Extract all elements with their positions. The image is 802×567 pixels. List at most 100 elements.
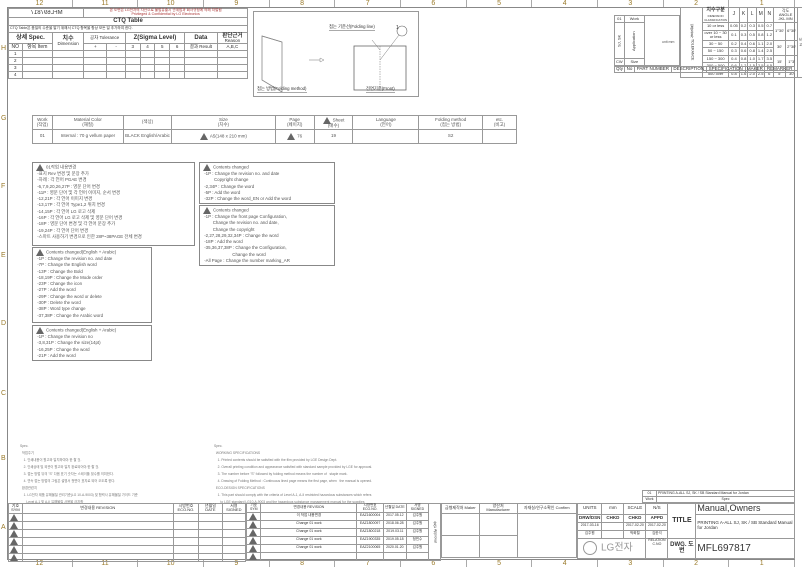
val: 0.6 — [747, 39, 757, 49]
col-k: K — [738, 6, 749, 24]
etc-header: etc.(비고) — [482, 115, 517, 130]
val: 1.2 — [764, 29, 775, 41]
folding-method-label: 접는 방법(Folding method) — [257, 86, 307, 93]
zone-label: 10 — [138, 0, 205, 7]
folding-diagram: 1 접는 기준선(Folding line) 접는 방법(Folding met… — [253, 11, 419, 97]
sym-header: 기호 SYM — [8, 503, 23, 514]
rev-date: 2017.05.12 — [382, 511, 407, 521]
zone-row-label: A — [1, 524, 6, 531]
revision-triangle-icon — [10, 537, 19, 545]
revision-triangle-icon — [36, 327, 44, 334]
angle: 2°30' — [785, 39, 799, 56]
working-spec-korean: Spec. 작업주기 1. 인쇄내용이 원고와 일치하여야 한 할 것. 2. … — [20, 444, 138, 504]
appd-label: APPD — [645, 513, 669, 523]
revision-triangle-icon — [248, 544, 257, 552]
revision-triangle-icon — [203, 164, 211, 171]
revision-header: 변경내용 REVISION — [260, 503, 358, 513]
color-value: BLACK English/Arabic — [123, 129, 172, 144]
val: 0.4 — [738, 39, 749, 49]
zone-label: 2 — [664, 560, 730, 567]
zone-row-label: E — [1, 252, 6, 259]
val: 2.0 — [764, 39, 775, 49]
col-n: N — [764, 6, 775, 24]
page-header: Page(페이지) — [274, 115, 315, 130]
dsn-name: 김주원 — [576, 529, 603, 539]
rev-sign: 김주원 — [405, 511, 430, 521]
val: 0.4 — [728, 54, 740, 64]
tolerance-side-label: 일반공차 TOLERANCE — [679, 6, 704, 79]
date-header: 년월일 DATE — [198, 503, 223, 514]
row-no: 2 — [8, 57, 23, 66]
val: 1.1 — [755, 39, 766, 49]
chkd-label: CHKD — [601, 513, 625, 523]
parts-list-header: Qty No PART NUMBER DESCRIPTION SPECIFICA… — [613, 66, 795, 73]
row-no: 4 — [8, 71, 23, 80]
zone-label: 7 — [335, 560, 402, 567]
zone-row-label: F — [1, 183, 6, 190]
col-m: M — [755, 6, 766, 24]
remarks-header: REMARKER — [764, 66, 795, 73]
eco-no: EAZ1900335 — [356, 535, 384, 545]
val: 0.5 — [755, 22, 766, 31]
val: 1.0 — [747, 54, 757, 64]
size-header: Size(치수) — [170, 115, 276, 130]
change-note-01: 01작업 내용변경 -표지 Rev 변경 및 문장 추가 -차례 : 각 언어 … — [32, 162, 195, 246]
rev-date: 2019.05.18 — [382, 535, 407, 545]
zone-row-label: B — [1, 455, 6, 462]
eco-no: EAZ2100065 — [356, 543, 384, 553]
table-row: 01 Internal : 70 g vellum paper BLACK En… — [32, 129, 517, 144]
lg-logo-icon — [583, 541, 597, 556]
table-row: 3 — [8, 64, 249, 73]
work-value: 01 — [32, 129, 53, 144]
zone-label: 8 — [270, 560, 336, 567]
item-header: 항목 Item — [21, 43, 53, 52]
zone-label: 12 — [7, 0, 73, 7]
etc-value — [482, 129, 517, 144]
range: 150 ~ 300 — [702, 54, 729, 64]
zone-row-label: G — [1, 115, 7, 122]
spec-label: Spec — [656, 496, 795, 503]
language-header: Language(언어) — [352, 115, 420, 130]
angle: 30' — [773, 39, 787, 56]
col-l: L — [747, 6, 757, 24]
change-note-english-arabic: Contents changed(English + Arabic) -1P :… — [32, 247, 152, 323]
title-label: TITLE — [667, 503, 697, 539]
ctq-description: CTQ Table은 품질의 수준을 알기 위해서 CTQ 항목을 항상 모든 … — [8, 24, 248, 33]
plus-header: + — [83, 43, 108, 52]
approval-label: 승인 Approval — [428, 503, 441, 561]
val: 0.3 — [728, 47, 740, 56]
sigma-3: 3 — [124, 43, 141, 52]
rev-date: 2020.01.20 — [382, 543, 407, 553]
folding-value: S2 — [418, 129, 484, 144]
col-j: J — [728, 6, 740, 24]
val: 0.8 — [747, 47, 757, 56]
rev-text: 이 작업 내용변경 — [260, 511, 358, 521]
revision-triangle-icon — [10, 521, 19, 529]
zone-label: 9 — [204, 560, 270, 567]
confirm-header: 자재실/연구소확인 Confirm — [516, 503, 578, 514]
change-note-3: Contents changed -1P : Change the revisi… — [199, 162, 335, 204]
zone-row-label: D — [1, 320, 7, 327]
table-row: 2 — [8, 57, 249, 66]
eco-no: EAZ1600004 — [356, 511, 384, 521]
sigma-4: 4 — [139, 43, 156, 52]
val: 0.3 — [747, 22, 757, 31]
revision-triangle-icon — [10, 545, 19, 553]
material-header: Material Color(재질) — [51, 115, 125, 130]
remark-col: 비고 — [797, 6, 802, 79]
rev-sign: 김주원 — [405, 543, 430, 553]
no-header: NO — [8, 43, 23, 52]
revision-triangle-icon — [248, 536, 257, 544]
revision-triangle-icon — [36, 249, 44, 256]
work-label: Work — [642, 496, 657, 503]
chkd-name: 박희철 — [623, 529, 647, 539]
revision-triangle-icon — [199, 133, 208, 140]
result-header: 결과 Result — [184, 43, 218, 52]
val: 0.8 — [738, 54, 749, 64]
